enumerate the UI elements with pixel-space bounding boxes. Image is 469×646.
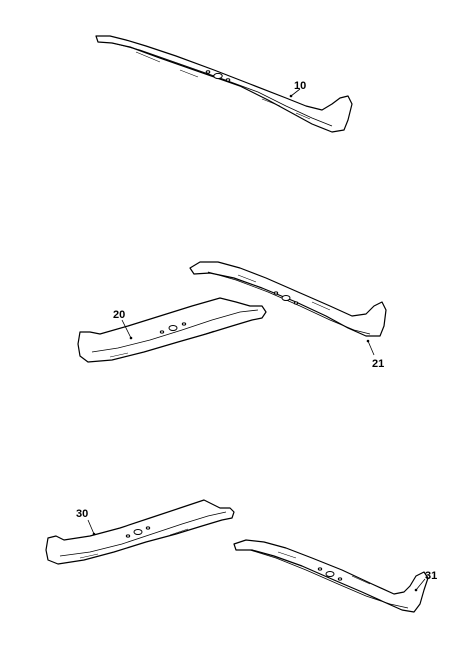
- blade-30-bolt-hole: [125, 534, 131, 538]
- blade-21-bolt-hole: [273, 291, 279, 295]
- blade-31: [233, 539, 429, 613]
- blade-20: [77, 297, 267, 363]
- callout-21: 21: [372, 358, 384, 370]
- blade-21: [189, 261, 387, 356]
- callout-31: 31: [425, 570, 437, 582]
- blade-10-body: [95, 35, 353, 133]
- blade-31-bolt-hole: [337, 577, 343, 581]
- callout-20: 20: [113, 309, 125, 321]
- blade-31-bolt-hole: [317, 567, 323, 571]
- blade-30-bolt-hole: [145, 526, 151, 530]
- blade-21-body: [189, 261, 387, 337]
- blade-21-center-hole: [281, 295, 291, 301]
- blade-30: [45, 499, 235, 565]
- leader-20: [121, 319, 132, 339]
- blade-31-center-hole: [325, 571, 335, 577]
- blade-20-center-hole: [168, 325, 178, 331]
- leader-10: [290, 88, 301, 97]
- blade-30-center-hole: [133, 529, 143, 535]
- blade-10: [95, 35, 353, 133]
- leader-31: [415, 578, 426, 591]
- blade-10-bolt-hole: [205, 70, 211, 74]
- blade-21-bolt-hole: [293, 301, 299, 305]
- callout-10: 10: [294, 80, 306, 92]
- callout-30: 30: [76, 508, 88, 520]
- blade-20-bolt-hole: [159, 330, 165, 334]
- leader-21: [367, 340, 375, 356]
- leader-30: [87, 519, 95, 535]
- blade-20-bolt-hole: [181, 322, 187, 326]
- blade-10-bolt-hole: [225, 78, 231, 82]
- blade-10-center-hole: [213, 72, 223, 80]
